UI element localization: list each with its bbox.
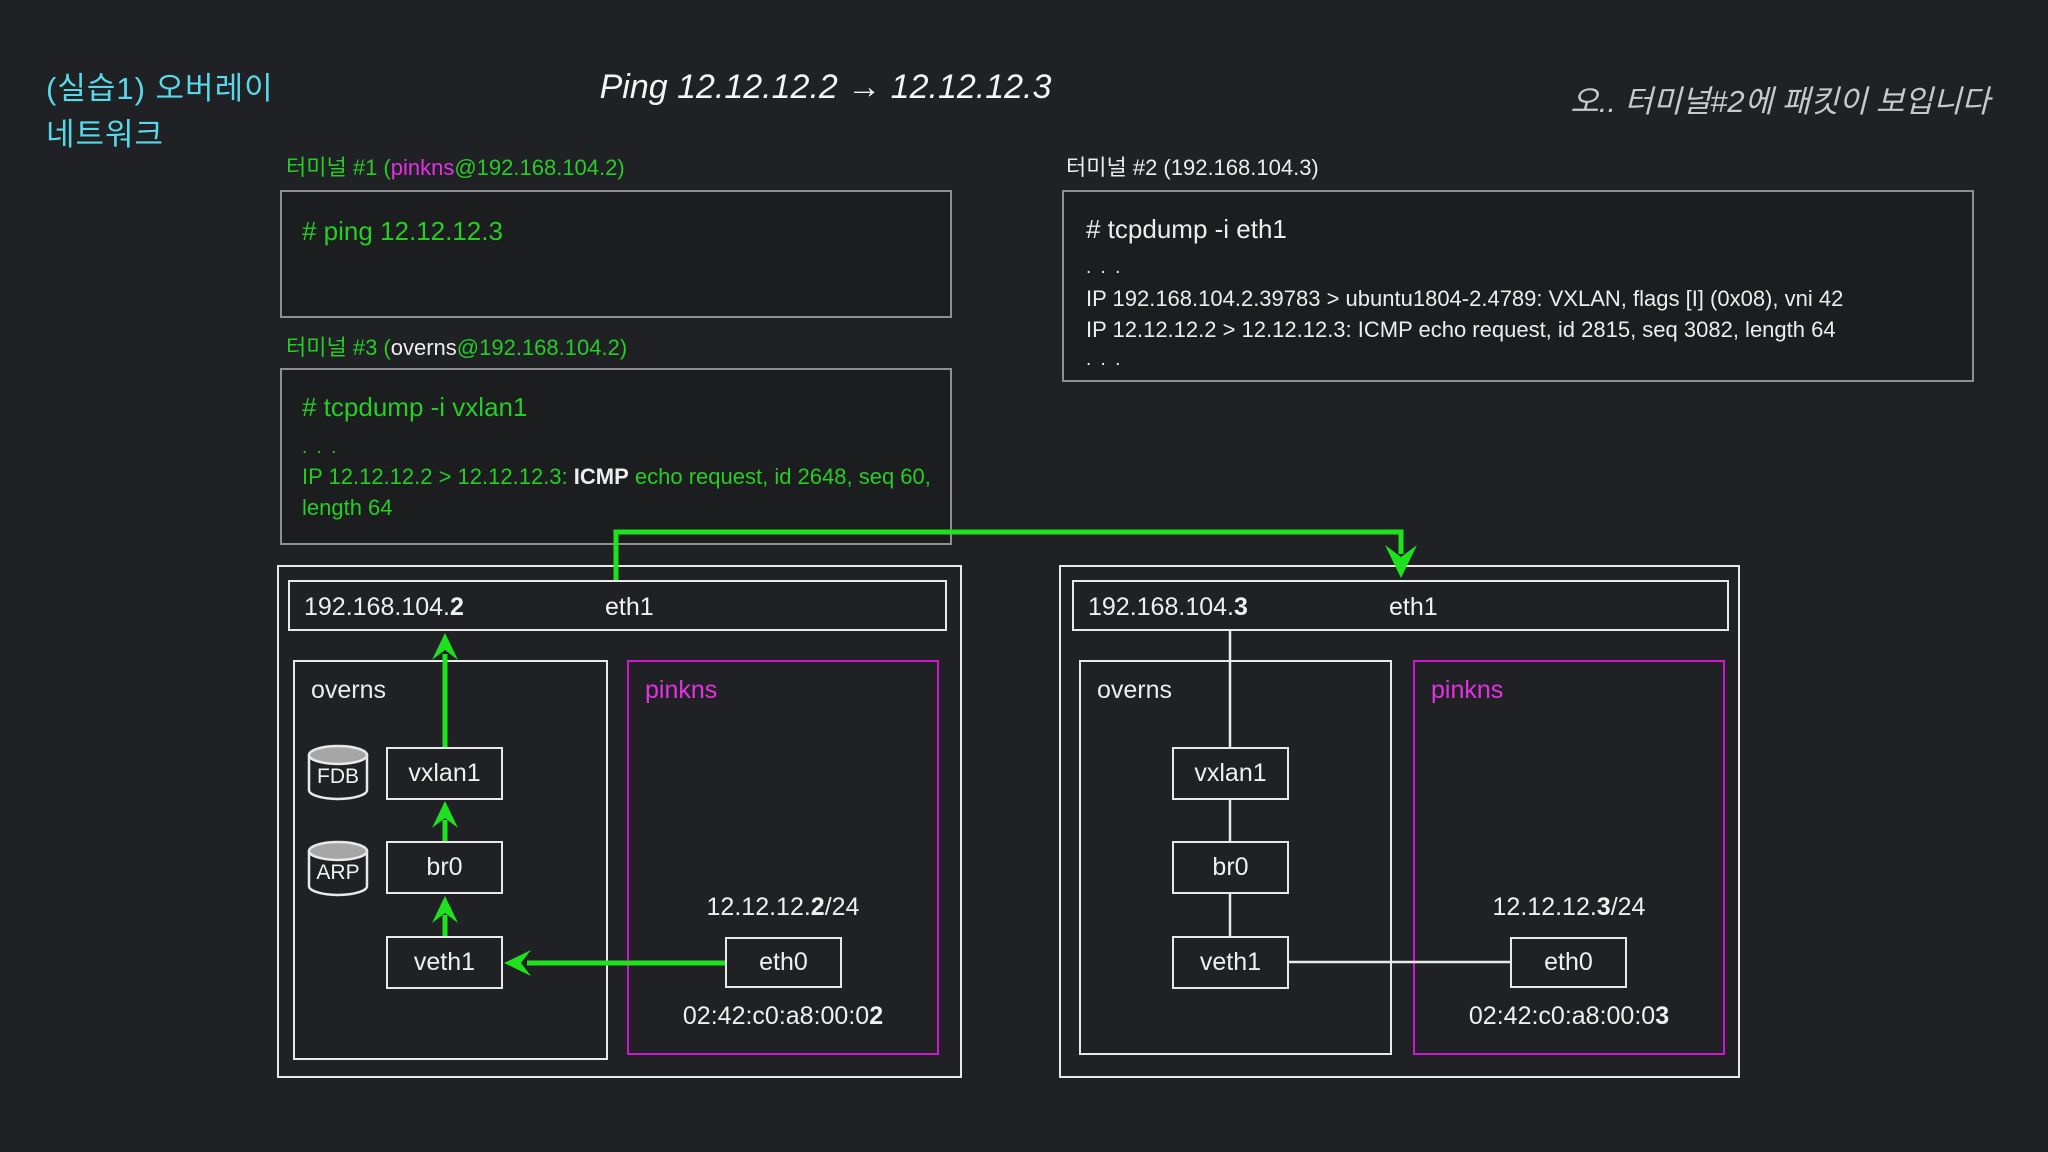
host-right-br0-label: br0	[1212, 853, 1249, 881]
host-right-cidr-prefix: 12.12.12.	[1492, 893, 1597, 921]
host-left-eth0-label: eth0	[759, 948, 808, 976]
terminal-1-command: # ping 12.12.12.3	[302, 216, 503, 246]
host-left-vxlan1-node: vxlan1	[386, 747, 503, 800]
terminal-1-window: # ping 12.12.12.3	[280, 190, 952, 318]
fdb-label: FDB	[317, 765, 359, 788]
host-right-br0-node: br0	[1172, 841, 1289, 894]
terminal-1-label-suffix: @192.168.104.2)	[454, 155, 625, 180]
host-right-ip-prefix: 192.168.104.	[1088, 593, 1234, 621]
host-left-ip: 192.168.104.2	[304, 593, 464, 622]
host-left-mac-prefix: 02:42:c0:a8:00:0	[682, 1002, 870, 1030]
host-left-eth0-node: eth0	[725, 937, 842, 988]
observation-note: 오.. 터미널#2에 패킷이 보입니다	[1570, 84, 1990, 119]
host-left-pinkns-box: pinkns	[627, 660, 939, 1055]
terminal-1-label-namespace: pinkns	[390, 155, 455, 180]
terminal-2-output-line2: IP 12.12.12.2 > 12.12.12.3: ICMP echo re…	[1086, 317, 1836, 342]
host-left-pinkns-label: pinkns	[645, 676, 718, 704]
host-left-vxlan1-label: vxlan1	[408, 759, 481, 787]
host-right-eth0-label: eth0	[1544, 948, 1593, 976]
host-left-overns-label: overns	[311, 676, 387, 704]
host-left-cidr-last: 2	[810, 893, 825, 921]
terminal-3-output-icmp: ICMP	[573, 464, 629, 489]
terminal-2-output-line1: IP 192.168.104.2.39783 > ubuntu1804-2.47…	[1086, 286, 1844, 311]
host-right-cidr-last: 3	[1596, 893, 1611, 921]
host-right-vxlan1-label: vxlan1	[1194, 759, 1267, 787]
slide-title: (실습1) 오버레이 네트워크	[46, 66, 274, 158]
host-right-cidr-suffix: /24	[1610, 893, 1646, 921]
host-left-ip-last: 2	[449, 593, 464, 621]
host-right-ip: 192.168.104.3	[1088, 593, 1248, 622]
terminal-3-label-prefix: 터미널 #3 (	[286, 335, 391, 360]
terminal-3-label: 터미널 #3 (overns@192.168.104.2)	[286, 330, 627, 362]
host-right-mac-last: 3	[1655, 1002, 1670, 1030]
host-right-eth0-node: eth0	[1510, 937, 1627, 988]
slide-title-line1: (실습1) 오버레이	[46, 71, 274, 106]
host-right-veth1-node: veth1	[1172, 936, 1289, 989]
terminal-1-label-prefix: 터미널 #1 (	[286, 155, 391, 180]
host-right-overns-box: overns	[1079, 660, 1392, 1055]
terminal-3-label-suffix: @192.168.104.2)	[456, 335, 628, 360]
host-left-overns-box: overns	[293, 660, 608, 1060]
cylinder-shape	[307, 744, 369, 801]
terminal-3-command: # tcpdump -i vxlan1	[302, 392, 528, 422]
host-left-cidr: 12.12.12.2/24	[627, 893, 939, 922]
terminal-1-label: 터미널 #1 (pinkns@192.168.104.2)	[286, 150, 625, 182]
host-right-eth1-bar: 192.168.104.3 eth1	[1072, 580, 1729, 631]
arp-table-cylinder-icon: ARP	[306, 840, 370, 898]
host-left-ip-prefix: 192.168.104.	[304, 593, 450, 621]
host-left-eth1-bar: 192.168.104.2 eth1	[288, 580, 947, 631]
host-right-cidr: 12.12.12.3/24	[1413, 893, 1725, 922]
host-left-mac-last: 2	[869, 1002, 884, 1030]
host-right-overns-label: overns	[1097, 676, 1173, 704]
cylinder-shape	[307, 840, 369, 897]
host-right-pinkns-box: pinkns	[1413, 660, 1725, 1055]
host-left-veth1-label: veth1	[413, 948, 476, 976]
host-left-eth1-label: eth1	[605, 593, 654, 621]
terminal-2-ellipsis-bottom: . . .	[1086, 349, 1123, 370]
host-left-veth1-node: veth1	[386, 936, 503, 989]
host-left-br0-node: br0	[386, 841, 503, 894]
terminal-2-label: 터미널 #2 (192.168.104.3)	[1066, 155, 1319, 180]
host-left-br0-label: br0	[426, 853, 463, 881]
terminal-3-label-namespace: overns	[390, 335, 457, 360]
host-right-eth1-label: eth1	[1389, 593, 1438, 621]
arp-label: ARP	[316, 861, 360, 884]
host-right-ip-last: 3	[1233, 593, 1248, 621]
host-right-mac-prefix: 02:42:c0:a8:00:0	[1468, 1002, 1656, 1030]
terminal-2-window: # tcpdump -i eth1 . . . IP 192.168.104.2…	[1062, 190, 1974, 382]
host-left-cidr-prefix: 12.12.12.	[706, 893, 811, 921]
host-right-pinkns-label: pinkns	[1431, 676, 1504, 704]
terminal-3-window: # tcpdump -i vxlan1 . . . IP 12.12.12.2 …	[280, 368, 952, 545]
host-left-mac: 02:42:c0:a8:00:02	[627, 1002, 939, 1031]
host-right-vxlan1-node: vxlan1	[1172, 747, 1289, 800]
terminal-3-ellipsis: . . .	[302, 437, 339, 458]
host-left-cidr-suffix: /24	[824, 893, 860, 921]
ping-heading: Ping 12.12.12.2 → 12.12.12.3	[599, 68, 1052, 106]
terminal-3-output: IP 12.12.12.2 > 12.12.12.3: ICMP echo re…	[302, 461, 936, 523]
slide-title-line2: 네트워크	[46, 117, 165, 152]
terminal-3-output-suffix: echo request, id 2648, seq 60, length 64	[302, 464, 931, 520]
terminal-2-ellipsis-top: . . .	[1086, 257, 1123, 278]
terminal-2-command: # tcpdump -i eth1	[1086, 214, 1287, 244]
fdb-table-cylinder-icon: FDB	[306, 744, 370, 802]
host-right-mac: 02:42:c0:a8:00:03	[1413, 1002, 1725, 1031]
terminal-3-output-prefix: IP 12.12.12.2 > 12.12.12.3:	[302, 464, 574, 489]
host-right-veth1-label: veth1	[1199, 948, 1262, 976]
